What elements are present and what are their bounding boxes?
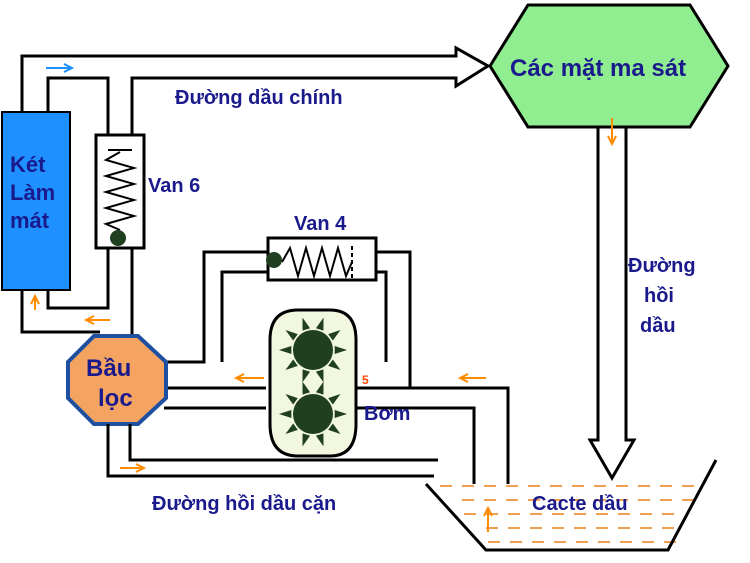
flow-arrow-icon [30, 293, 40, 310]
sludge-return-label: Đường hồi dầu cặn [152, 493, 336, 515]
filter-label-1: Bầu [86, 355, 131, 382]
sump: Cacte dầu [424, 459, 718, 552]
sludge-return-line [106, 424, 438, 478]
friction-surfaces-hexagon [488, 3, 730, 129]
pump-pipes [164, 386, 510, 484]
radiator-label-3: mát [10, 208, 50, 233]
spring-icon [102, 151, 138, 231]
flow-arrow-icon [483, 505, 493, 532]
pump-casing [268, 308, 358, 458]
flow-arrow-icon [120, 463, 147, 473]
valve4-bypass-pipes [166, 250, 412, 388]
flow-arrow-icon [607, 118, 617, 147]
flow-arrow-icon [233, 373, 264, 383]
pump-label: Bơm [364, 403, 410, 425]
radiator-box [1, 111, 71, 291]
friction-surfaces-label: Các mặt ma sát [510, 55, 686, 82]
valve6-label: Van 6 [148, 175, 200, 197]
gear-icon [279, 381, 347, 447]
return-line-label-3: dầu [640, 315, 676, 337]
valve4-ball [266, 252, 282, 268]
flow-arrow-icon [46, 63, 75, 73]
radiator-return-pipe [20, 248, 134, 340]
valve4-label: Van 4 [294, 213, 347, 235]
valve6-ball [110, 230, 126, 246]
gear-icon [279, 317, 347, 383]
return-line-label-2: hồi [644, 285, 674, 307]
return-line-label-1: Đường [628, 255, 696, 277]
sump-label: Cacte dầu [532, 493, 628, 515]
flow-arrow-icon [83, 315, 110, 325]
return-oil-line [587, 127, 637, 481]
main-oil-line-label: Đường dầu chính [175, 87, 343, 109]
radiator-label-1: Két [10, 152, 46, 177]
flow-arrow-icon [457, 373, 486, 383]
pump-marker: 5 [362, 373, 369, 387]
filter-label-2: lọc [98, 385, 133, 412]
main-oil-line [20, 45, 491, 135]
filter-octagon [66, 334, 168, 426]
radiator-label-2: Làm [10, 180, 55, 205]
sump-outline [424, 459, 718, 552]
spring-icon [281, 244, 353, 280]
